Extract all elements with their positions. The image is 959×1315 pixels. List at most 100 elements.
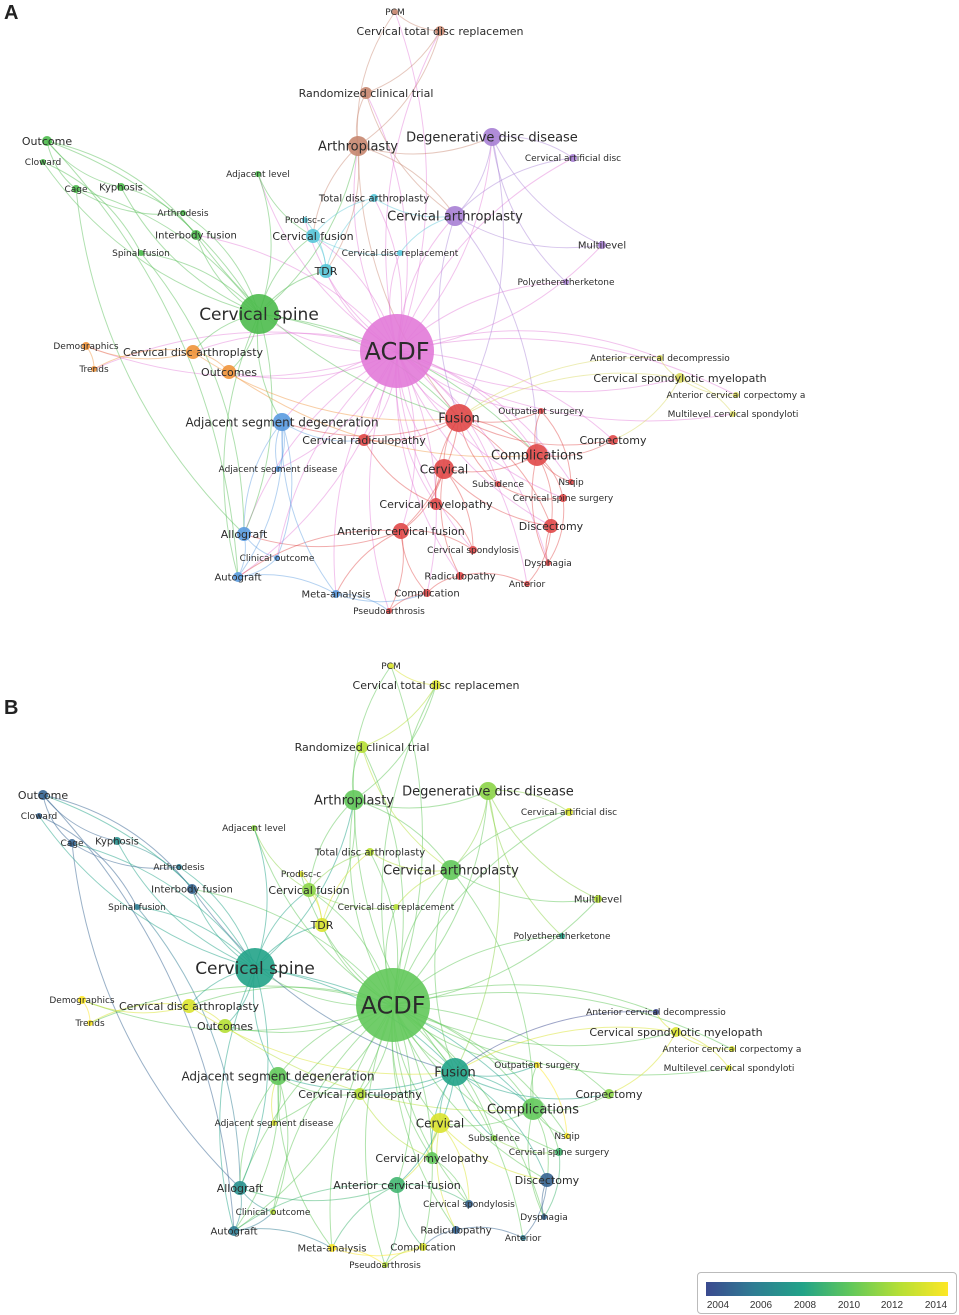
node-tda[interactable] [366,848,374,856]
node-subsidence[interactable] [495,481,501,487]
node-rct[interactable] [360,87,372,99]
node-cervical[interactable] [434,459,454,479]
node-crad[interactable] [358,434,370,446]
node-asdis[interactable] [271,1120,277,1126]
node-rct[interactable] [356,741,368,753]
node-acca[interactable] [729,1046,735,1052]
node-cfusion[interactable] [302,883,316,897]
node-discectomy[interactable] [540,1173,554,1187]
node-tdr[interactable] [319,264,333,278]
node-carth[interactable] [445,206,465,226]
node-cdr[interactable] [393,904,399,910]
node-outpatient[interactable] [538,408,544,414]
node-demo[interactable] [82,342,90,350]
node-acdf[interactable] [360,314,434,388]
node-cloward[interactable] [40,159,46,165]
node-arthroplasty[interactable] [348,136,368,156]
node-asdeg[interactable] [273,413,291,431]
node-arthroplasty[interactable] [344,790,364,810]
node-anterior[interactable] [524,581,530,587]
node-carth[interactable] [441,860,461,880]
node-nsqip[interactable] [564,1133,570,1139]
node-cspine[interactable] [239,294,279,334]
node-peek[interactable] [563,279,569,285]
node-complication[interactable] [419,1243,427,1251]
node-cad[interactable] [569,154,577,162]
node-interbody[interactable] [187,884,197,894]
node-corpectomy[interactable] [608,435,618,445]
node-adjlevel[interactable] [255,171,261,177]
node-cmyel[interactable] [430,498,442,510]
node-demo[interactable] [78,996,86,1004]
node-cad[interactable] [565,808,573,816]
node-acd[interactable] [653,1009,659,1015]
node-pseudo[interactable] [382,1262,388,1268]
node-anterior[interactable] [520,1235,526,1241]
node-outpatient[interactable] [534,1062,540,1068]
node-discectomy[interactable] [544,519,558,533]
node-cage[interactable] [72,185,80,193]
node-pcm[interactable] [392,9,398,15]
node-acd[interactable] [657,355,663,361]
node-interbody[interactable] [191,230,201,240]
node-multilevel[interactable] [594,895,602,903]
node-css[interactable] [559,494,567,502]
node-autograft[interactable] [229,1226,239,1236]
node-cspond[interactable] [469,546,477,554]
node-css[interactable] [555,1148,563,1156]
node-cdr[interactable] [397,250,403,256]
node-acdf[interactable] [356,968,430,1042]
node-prodisc[interactable] [298,871,304,877]
node-csm[interactable] [671,1027,681,1037]
node-kyphosis[interactable] [113,837,121,845]
node-peek[interactable] [559,933,565,939]
node-cfusion[interactable] [306,229,320,243]
node-arthrodesis[interactable] [180,210,186,216]
node-prodisc[interactable] [302,217,308,223]
node-outcomes[interactable] [218,1019,232,1033]
node-mcs[interactable] [726,1065,732,1071]
node-multilevel[interactable] [598,241,606,249]
node-complication[interactable] [423,589,431,597]
node-radic[interactable] [452,1226,460,1234]
node-dysphagia[interactable] [541,1214,547,1220]
node-asdis[interactable] [275,466,281,472]
node-autograft[interactable] [233,572,243,582]
node-trends[interactable] [87,1020,93,1026]
node-spinalfusion[interactable] [138,250,144,256]
node-asdeg[interactable] [269,1067,287,1085]
node-ddd[interactable] [479,782,497,800]
node-ctdr[interactable] [431,680,441,690]
node-tda[interactable] [370,194,378,202]
node-arthrodesis[interactable] [176,864,182,870]
node-meta[interactable] [332,590,340,598]
node-spinalfusion[interactable] [134,904,140,910]
node-cloward[interactable] [36,813,42,819]
node-crad[interactable] [354,1088,366,1100]
node-complications[interactable] [526,444,548,466]
node-acca[interactable] [733,392,739,398]
node-trends[interactable] [91,366,97,372]
node-cspine[interactable] [235,948,275,988]
node-pseudo[interactable] [386,608,392,614]
node-cage[interactable] [68,839,76,847]
node-outcomes[interactable] [222,365,236,379]
node-dysphagia[interactable] [545,560,551,566]
node-mcs[interactable] [730,411,736,417]
node-meta[interactable] [328,1244,336,1252]
node-cspond[interactable] [465,1200,473,1208]
node-fusion[interactable] [445,404,473,432]
node-cda[interactable] [186,345,200,359]
node-tdr[interactable] [315,918,329,932]
node-radic[interactable] [456,572,464,580]
node-outcome[interactable] [38,790,48,800]
node-cmyel[interactable] [426,1152,438,1164]
node-fusion[interactable] [441,1058,469,1086]
node-subsidence[interactable] [491,1135,497,1141]
node-ddd[interactable] [483,128,501,146]
node-acfusion[interactable] [389,1177,405,1193]
node-acfusion[interactable] [393,523,409,539]
node-ctdr[interactable] [435,26,445,36]
node-nsqip[interactable] [568,479,574,485]
node-clinout[interactable] [270,1209,276,1215]
